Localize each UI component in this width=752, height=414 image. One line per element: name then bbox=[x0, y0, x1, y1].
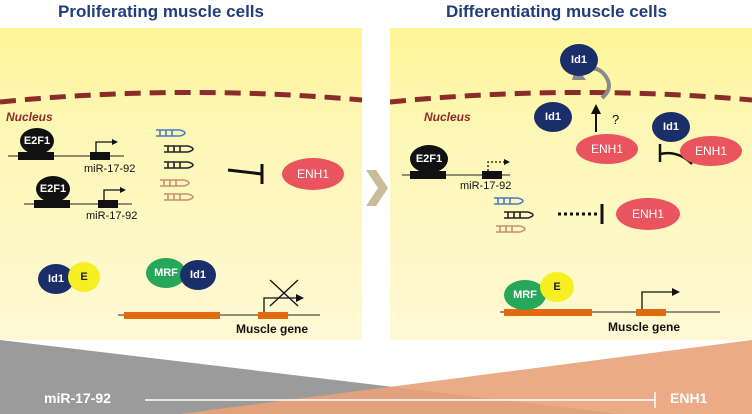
inhibition-line bbox=[227, 168, 263, 176]
question-mark: ? bbox=[612, 112, 620, 127]
enh1-gradient-wedge bbox=[180, 340, 752, 414]
muscle-gene-bar bbox=[124, 312, 220, 319]
gradient-wedges bbox=[0, 340, 752, 414]
enh1-protein: ENH1 bbox=[282, 158, 344, 190]
muscle-gene-label: Muscle gene bbox=[236, 322, 309, 336]
mrf-protein: MRF bbox=[146, 258, 186, 288]
mirna-hairpin bbox=[494, 197, 524, 205]
mrf-protein: MRF bbox=[504, 280, 546, 310]
right-panel-drawing bbox=[390, 66, 752, 316]
e2f1-protein: E2F1 bbox=[20, 128, 54, 154]
nucleus-label-left: Nucleus bbox=[6, 110, 53, 124]
id1-protein: Id1 bbox=[180, 260, 216, 290]
e-protein: E bbox=[68, 262, 100, 292]
e2f1-protein: E2F1 bbox=[36, 176, 70, 202]
e2f1-protein: E2F1 bbox=[410, 145, 448, 173]
left-panel-title: Proliferating muscle cells bbox=[58, 2, 264, 21]
enh1-gradient-label: ENH1 bbox=[670, 390, 708, 406]
muscle-gene-bar bbox=[504, 309, 592, 316]
nucleus-label-right: Nucleus bbox=[424, 110, 471, 124]
right-panel-title: Differentiating muscle cells bbox=[446, 2, 668, 21]
id1-protein: Id1 bbox=[560, 44, 598, 76]
id1-protein: Id1 bbox=[38, 264, 74, 294]
mir-gene-label: miR-17-92 bbox=[86, 210, 138, 222]
mirna-hairpin bbox=[164, 145, 194, 169]
mirna-hairpin bbox=[504, 211, 534, 219]
mir-gene-label: miR-17-92 bbox=[84, 163, 136, 175]
mir-gene-label: miR-17-92 bbox=[460, 180, 512, 192]
chevron-arrow-icon bbox=[366, 170, 388, 206]
id1-protein: Id1 bbox=[652, 112, 690, 142]
left-panel-drawing bbox=[0, 89, 362, 319]
mirna-hairpin bbox=[156, 129, 186, 137]
e-protein: E bbox=[540, 272, 574, 302]
mirna-hairpin bbox=[160, 179, 194, 201]
id1-protein: Id1 bbox=[534, 102, 572, 132]
enh1-protein: ENH1 bbox=[576, 134, 638, 164]
nuclear-membrane bbox=[390, 89, 752, 105]
nuclear-membrane bbox=[0, 89, 362, 105]
mirna-hairpin bbox=[496, 225, 526, 233]
enh1-protein: ENH1 bbox=[680, 136, 742, 166]
mir-gradient-label: miR-17-92 bbox=[44, 390, 111, 406]
muscle-gene-label: Muscle gene bbox=[608, 320, 681, 334]
enh1-protein: ENH1 bbox=[616, 198, 680, 230]
